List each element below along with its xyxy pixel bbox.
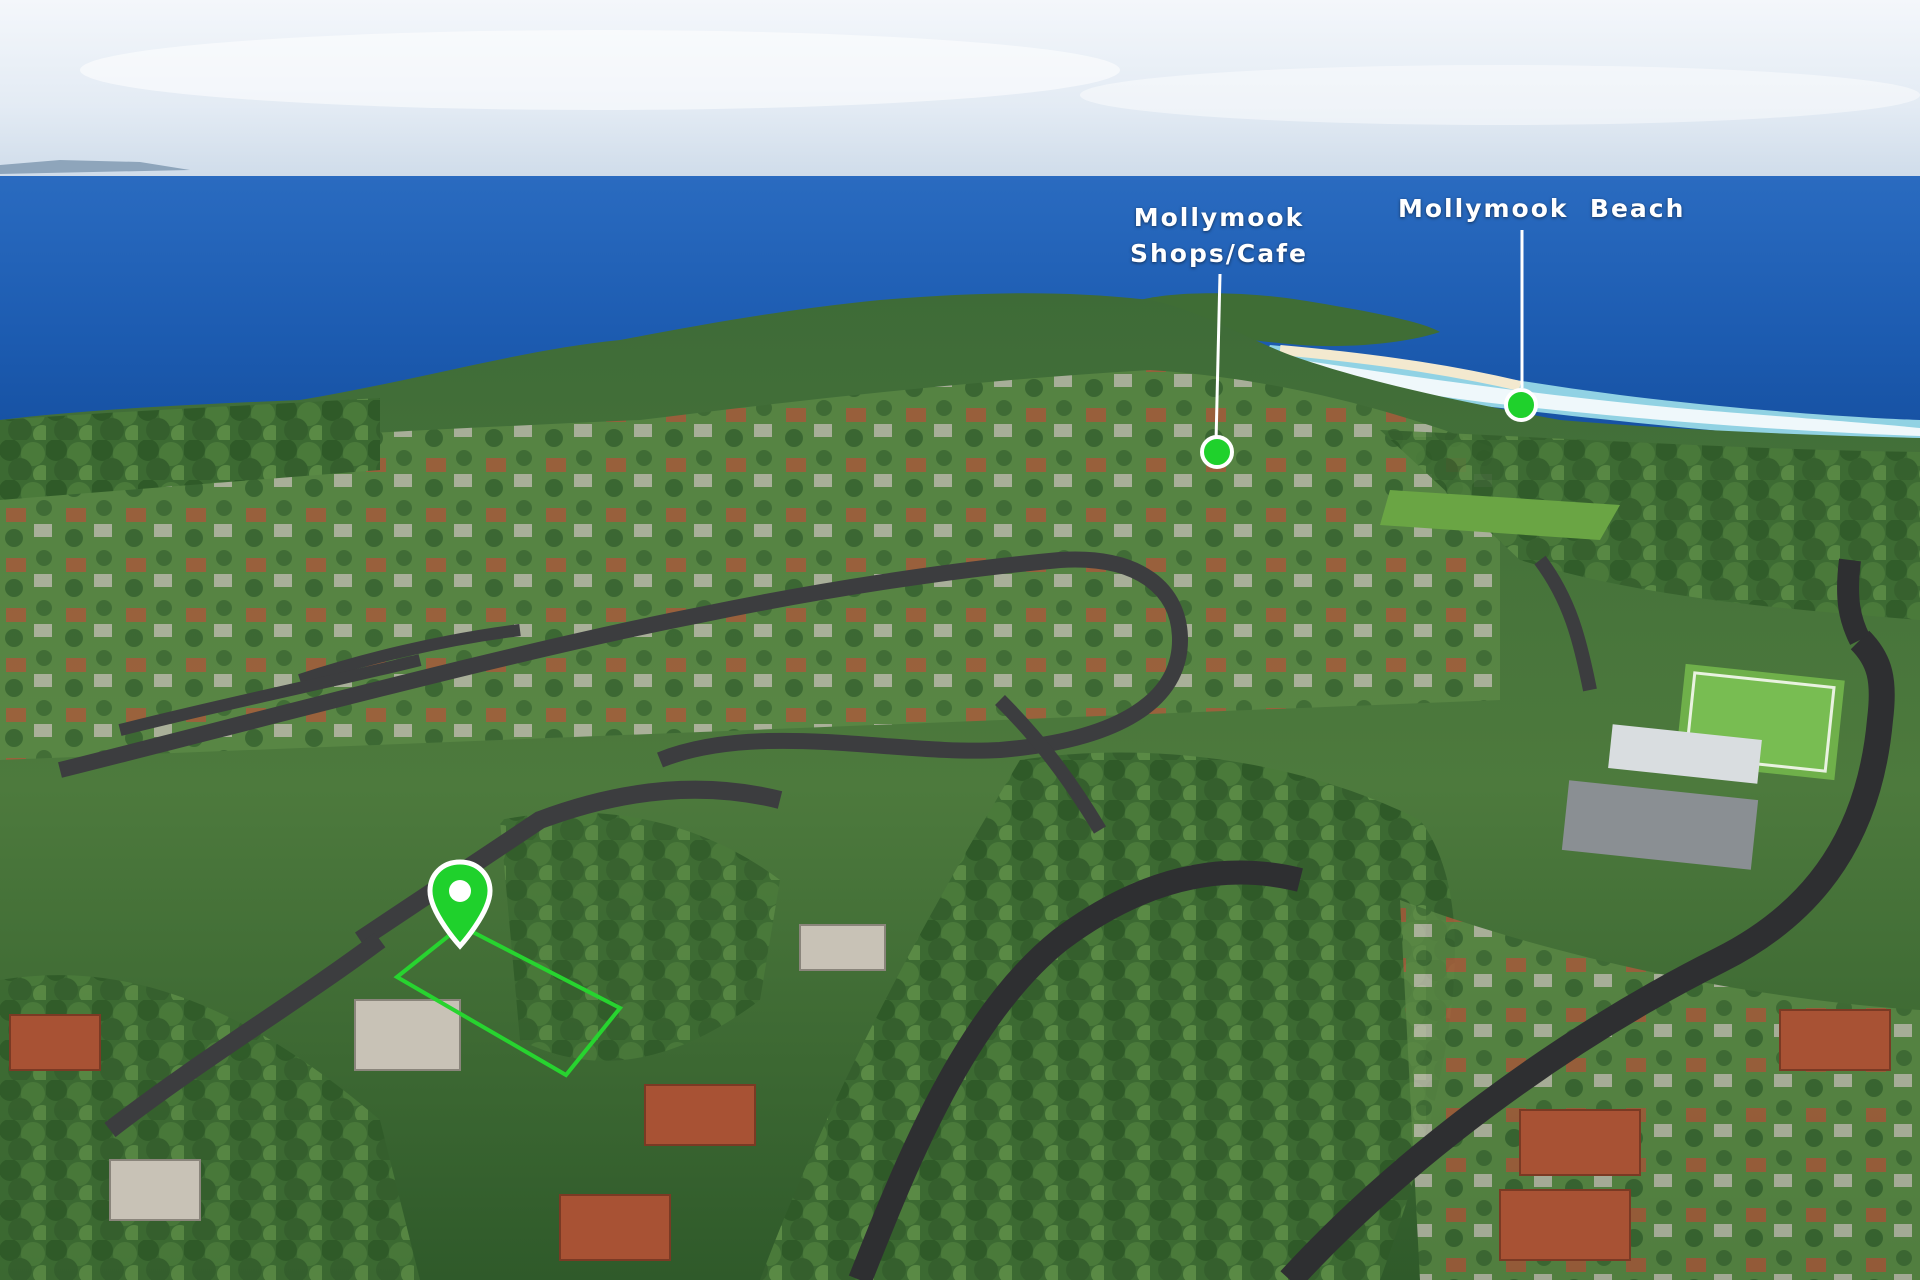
location-dot-icon: [1200, 435, 1234, 469]
shops-leader-line: [1214, 273, 1222, 443]
beach-label: Mollymook Beach: [1398, 194, 1686, 223]
beach-leader-line: [1520, 230, 1524, 388]
beach-annotation-label: Mollymook Beach: [1398, 191, 1685, 227]
location-dot-icon: [1504, 388, 1538, 422]
shops-annotation-label: Mollymook Shops/Cafe: [1130, 200, 1308, 273]
map-pin-icon: [427, 859, 493, 950]
shops-label-line1: Mollymook: [1133, 203, 1305, 232]
shops-label-line2: Shops/Cafe: [1130, 239, 1308, 269]
